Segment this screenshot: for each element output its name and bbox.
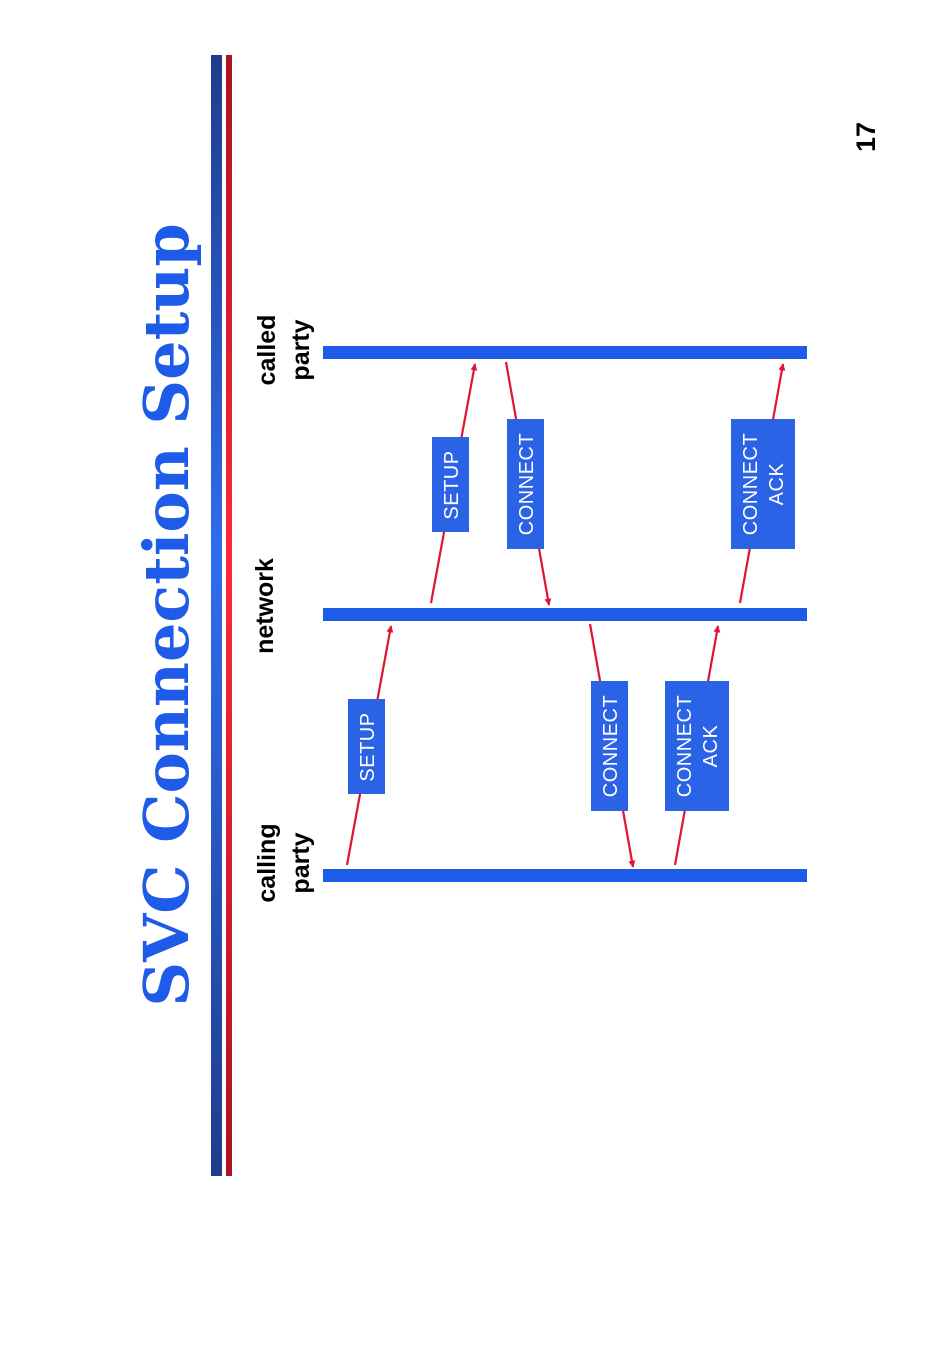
page-title: SVC Connection Setup bbox=[130, 223, 203, 1006]
lifeline-calling-party bbox=[323, 869, 807, 882]
lifeline-network bbox=[323, 608, 807, 621]
label-called-party: called party bbox=[253, 315, 315, 386]
label-called-line2: party bbox=[287, 319, 315, 380]
divider-bar-blue bbox=[211, 55, 222, 1176]
message-box-setup-1: SETUP bbox=[348, 699, 385, 794]
connect-ack-1-text-line1: CONNECT bbox=[674, 695, 696, 797]
label-network-line1: network bbox=[251, 558, 279, 654]
connect-ack-1-text-line2: ACK bbox=[700, 725, 722, 768]
label-network: network bbox=[251, 558, 279, 654]
connect-1-text: CONNECT bbox=[516, 433, 538, 535]
setup-1-text: SETUP bbox=[357, 712, 379, 781]
lifeline-called-party bbox=[323, 346, 807, 359]
setup-2-text: SETUP bbox=[441, 450, 463, 519]
message-box-setup-2: SETUP bbox=[432, 437, 469, 532]
connect-ack-2-text-line1: CONNECT bbox=[740, 433, 762, 535]
label-calling-party: calling party bbox=[253, 823, 315, 902]
connect-ack-2-text-line2: ACK bbox=[766, 463, 788, 506]
divider-bar-red bbox=[226, 55, 232, 1176]
message-box-connect-ack-2: CONNECT ACK bbox=[731, 419, 795, 549]
label-calling-line2: party bbox=[287, 832, 315, 893]
message-box-connect-1: CONNECT bbox=[507, 419, 544, 549]
message-box-connect-ack-1: CONNECT ACK bbox=[665, 681, 729, 811]
label-called-line1: called bbox=[253, 315, 281, 386]
label-calling-line1: calling bbox=[253, 823, 281, 902]
message-box-connect-2: CONNECT bbox=[591, 681, 628, 811]
connect-2-text: CONNECT bbox=[600, 695, 622, 797]
page-number: 17 bbox=[851, 122, 881, 152]
